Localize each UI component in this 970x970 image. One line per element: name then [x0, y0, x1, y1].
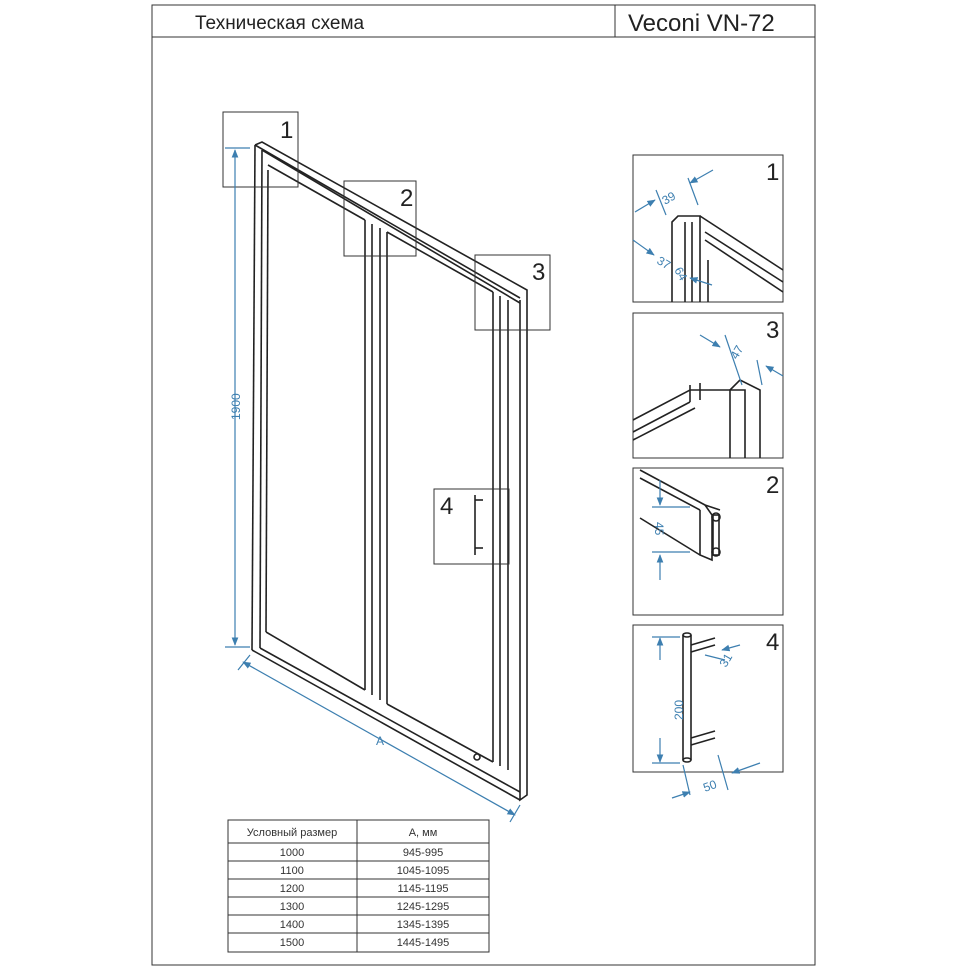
page-title: Техническая схема: [195, 13, 365, 34]
detail-2: 2 45: [632, 467, 784, 616]
table-cell: 1445-1495: [397, 937, 450, 949]
table-cell: 1245-1295: [397, 901, 450, 913]
svg-text:1900: 1900: [229, 393, 243, 420]
detail-4: 4 200 31 50: [632, 624, 784, 799]
callout-box-1: 1: [222, 111, 299, 188]
svg-text:1: 1: [280, 117, 293, 144]
table-cell: 1200: [280, 883, 304, 895]
width-dimension: A: [237, 654, 521, 823]
page-frame: [151, 4, 816, 966]
svg-text:2: 2: [400, 185, 413, 212]
svg-text:200: 200: [672, 700, 686, 720]
detail-3: 3 47: [632, 312, 784, 459]
callout-box-3: 3: [474, 254, 551, 331]
svg-text:3: 3: [532, 259, 545, 286]
svg-text:A: A: [376, 734, 384, 748]
model-name: Veconi VN-72: [628, 10, 775, 37]
svg-text:3: 3: [766, 317, 779, 344]
svg-text:4: 4: [440, 493, 453, 520]
door-drawing: [251, 141, 528, 802]
table-cell: 1045-1095: [397, 865, 450, 877]
height-dimension: 1900: [225, 147, 250, 648]
size-table: Условный размер А, мм 1000 945-995 1100 …: [227, 819, 490, 953]
callout-box-2: 2: [343, 180, 417, 257]
svg-text:1: 1: [766, 159, 779, 186]
table-cell: 1100: [280, 865, 304, 877]
table-header: Условный размер: [247, 827, 337, 839]
svg-text:31: 31: [716, 651, 735, 670]
callout-box-4: 4: [433, 488, 510, 565]
table-cell: 1145-1195: [398, 883, 449, 895]
table-cell: 1300: [280, 901, 304, 913]
table-cell: 1345-1395: [397, 919, 450, 931]
table-cell: 1500: [280, 937, 304, 949]
svg-text:2: 2: [766, 472, 779, 499]
svg-text:45: 45: [652, 522, 666, 536]
svg-text:37: 37: [655, 253, 674, 272]
table-cell: 945-995: [403, 847, 443, 859]
svg-text:39: 39: [660, 189, 679, 208]
detail-1: 1 39 37 64: [632, 154, 784, 303]
svg-text:4: 4: [766, 629, 779, 656]
svg-text:50: 50: [701, 777, 719, 795]
table-cell: 1000: [280, 847, 304, 859]
table-cell: 1400: [280, 919, 304, 931]
svg-text:47: 47: [727, 343, 746, 362]
table-header: А, мм: [409, 827, 438, 839]
svg-text:64: 64: [671, 265, 690, 284]
